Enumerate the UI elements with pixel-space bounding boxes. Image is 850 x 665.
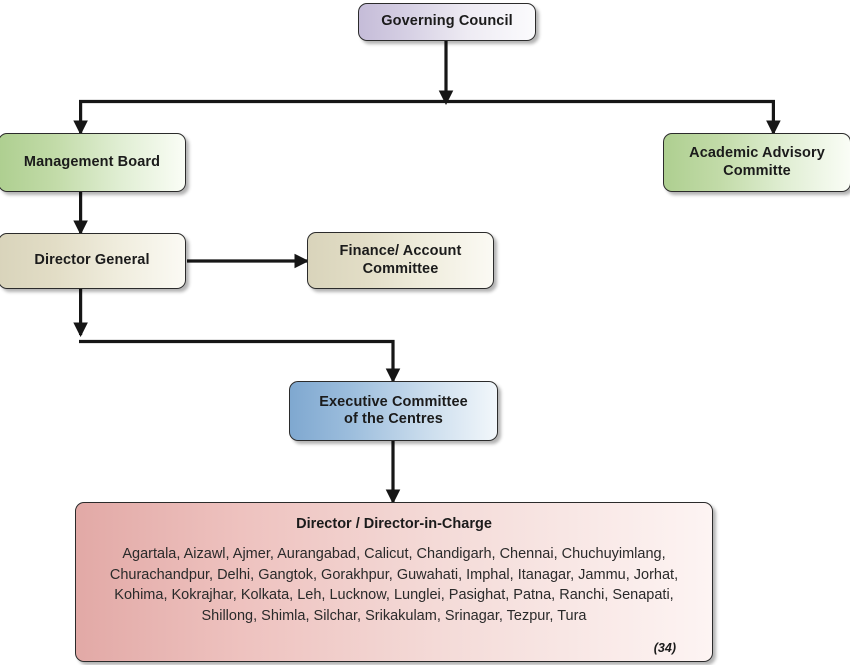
node-governing-council-label: Governing Council xyxy=(381,13,513,30)
node-academic-advisory-committee[interactable]: Academic Advisory Committe xyxy=(663,133,850,192)
node-executive-committee-label: Executive Committee of the Centres xyxy=(319,393,468,427)
node-executive-committee-of-the-centres[interactable]: Executive Committee of the Centres xyxy=(289,381,498,441)
node-director-in-charge[interactable]: Director / Director-in-Charge Agartala, … xyxy=(75,502,713,662)
node-director-general[interactable]: Director General xyxy=(0,233,186,289)
node-director-general-label: Director General xyxy=(34,252,150,269)
node-finance-account-committee[interactable]: Finance/ Account Committee xyxy=(307,232,494,289)
node-governing-council[interactable]: Governing Council xyxy=(358,3,536,41)
director-centres-count: (34) xyxy=(653,641,676,655)
node-management-board-label: Management Board xyxy=(23,153,161,170)
director-centres-list: Agartala, Aizawl, Ajmer, Aurangabad, Cal… xyxy=(109,546,679,624)
node-finance-account-committee-label: Finance/ Account Committee xyxy=(339,243,462,277)
node-management-board[interactable]: Management Board xyxy=(0,133,186,192)
edge-director-general-elbow xyxy=(79,339,401,384)
node-academic-advisory-committee-label: Academic Advisory Committe xyxy=(689,145,825,179)
node-director-in-charge-title: Director / Director-in-Charge xyxy=(296,516,492,532)
